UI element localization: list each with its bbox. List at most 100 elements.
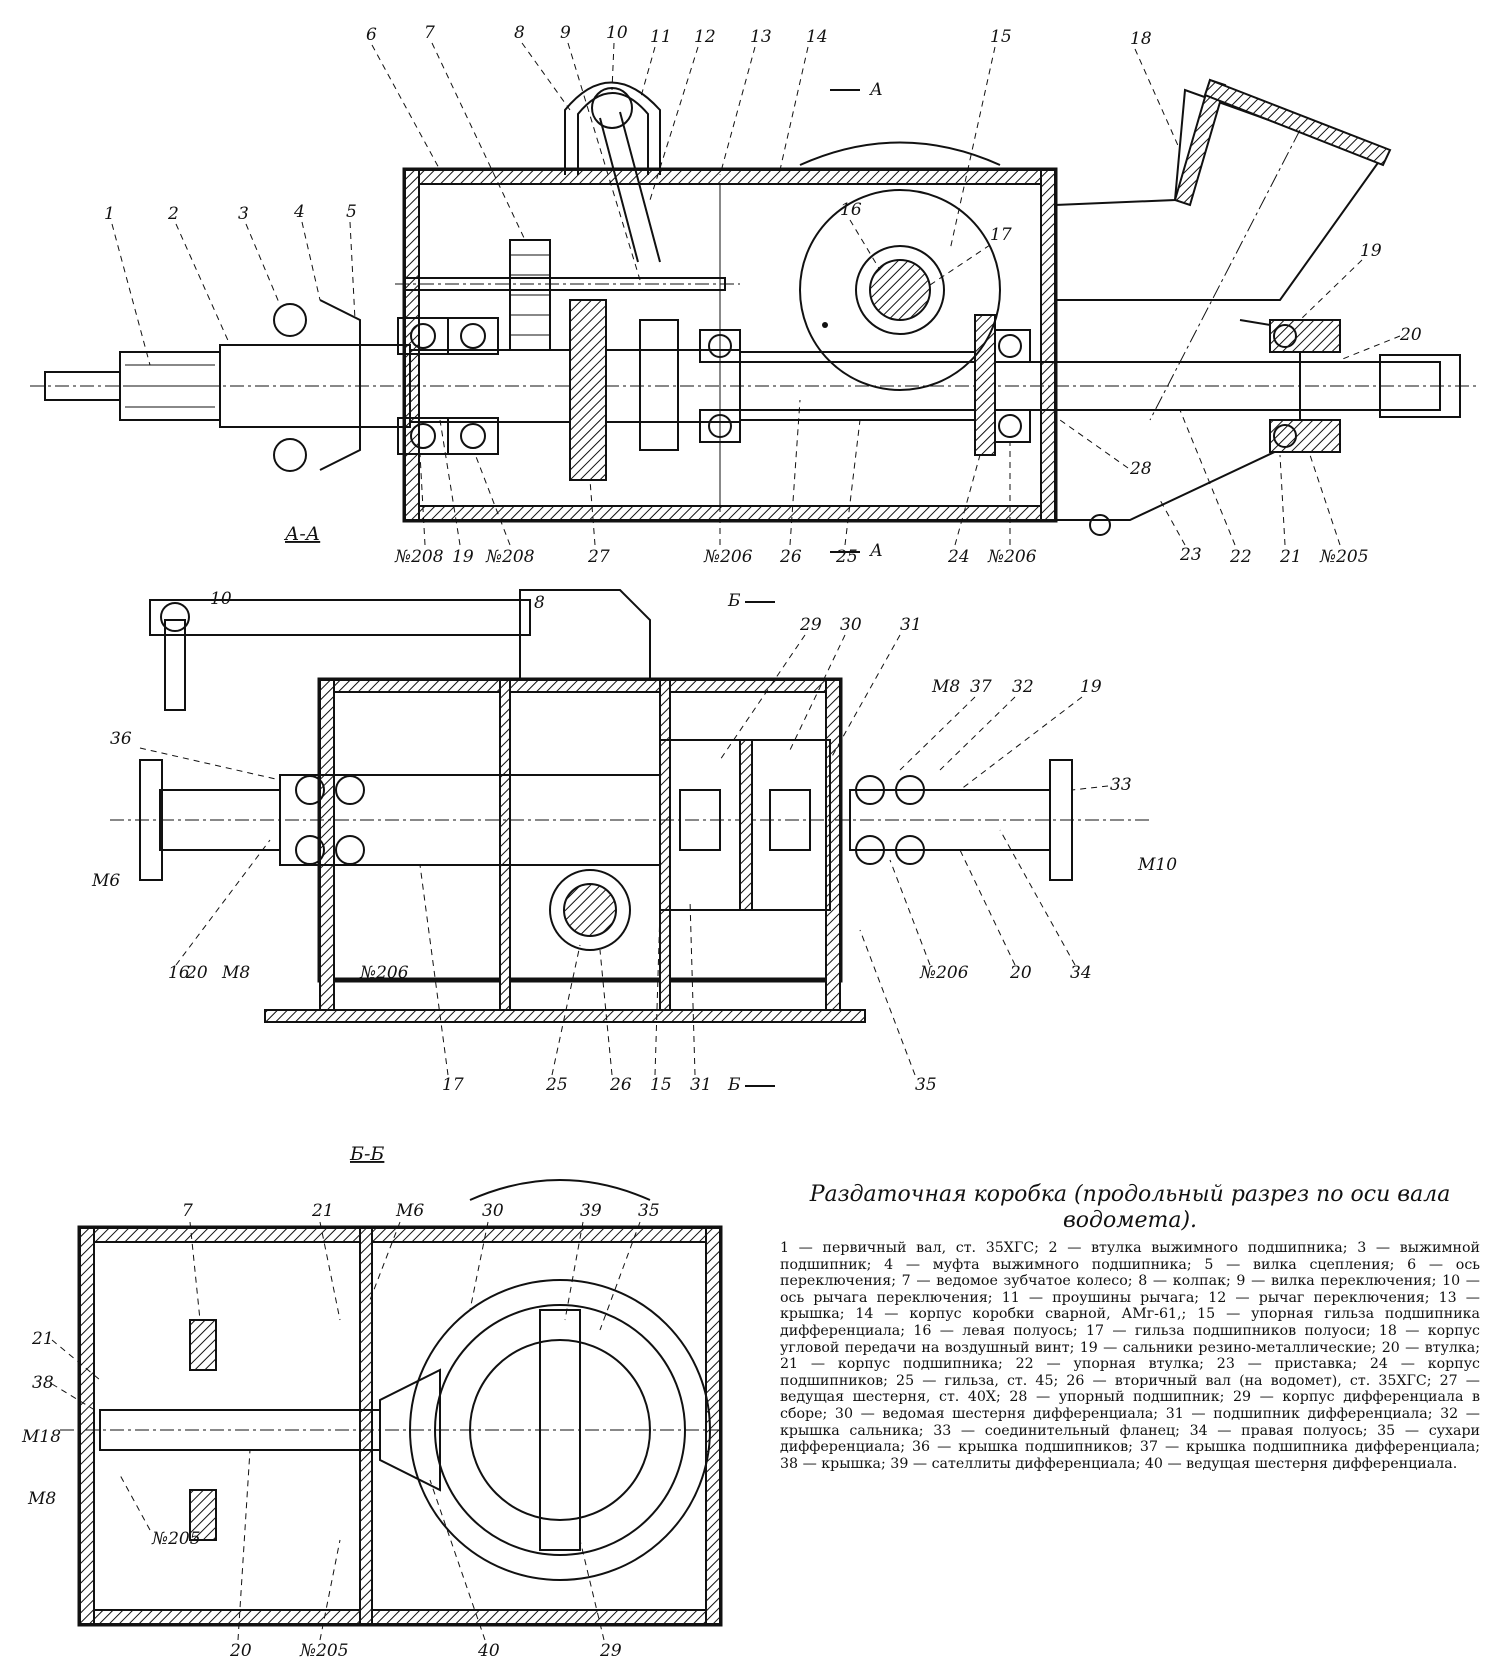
- leader-m-206b: [889, 859, 931, 966]
- leader-aa-17: [929, 244, 991, 286]
- section-bb-view: Б-Б: [60, 1143, 723, 1627]
- leader-aa-b7: [844, 419, 861, 546]
- bearing-housing-21-bottom: [1269, 419, 1341, 453]
- half-shaft-section: [855, 245, 945, 335]
- label-m-30: 30: [840, 615, 862, 635]
- label-aa-11: 11: [650, 27, 672, 47]
- leader-m-20b: [959, 849, 1016, 966]
- diff-cover-dome: [799, 141, 1001, 166]
- label-b-38: 38: [32, 1373, 54, 1393]
- differential-web: [739, 739, 753, 911]
- label-aa-12: 12: [694, 27, 716, 47]
- half-shaft-core: [869, 259, 931, 321]
- drive-gear: [569, 299, 607, 481]
- label-aa-6: 6: [366, 25, 377, 45]
- attachment-bolt: [1089, 514, 1111, 536]
- leader-aa-10: [611, 42, 615, 91]
- lever-lugs: [577, 92, 649, 175]
- label-m-29: 29: [799, 615, 822, 635]
- label-aa-19: 19: [1360, 241, 1382, 261]
- leader-m-26: [599, 949, 613, 1076]
- label-aa-20: 20: [1399, 325, 1422, 345]
- angular-housing-top: [1203, 78, 1392, 167]
- release-bearing-top: [273, 303, 307, 337]
- bb-ring-gear: [409, 1279, 711, 1581]
- leader-aa-19: [1299, 259, 1363, 321]
- leader-aa-9: [567, 42, 641, 281]
- label-aa-15: 15: [990, 27, 1012, 47]
- label-m-33: 33: [1110, 775, 1132, 795]
- leader-b-30: [469, 1221, 489, 1311]
- bb-ring-gear-inner: [434, 1304, 686, 1556]
- shift-lever-edge: [619, 111, 661, 263]
- label-aa-b5: №206: [703, 547, 753, 567]
- middle-rib-2: [659, 679, 671, 1011]
- mid-bearing-3: [335, 775, 365, 805]
- leader-aa-12: [649, 46, 699, 201]
- label-b-205: №205: [151, 1529, 201, 1549]
- leader-aa-16: [849, 219, 881, 271]
- gear-marker: [822, 322, 828, 328]
- bearing-ball-4: [460, 423, 486, 449]
- leader-m-31: [829, 634, 901, 761]
- bearing-ball-10: [1273, 424, 1297, 448]
- leader-aa-b6: [789, 399, 801, 546]
- mid-bearing-8: [895, 835, 925, 865]
- bb-housing-right: [705, 1227, 721, 1625]
- label-m-25: 25: [545, 1075, 568, 1095]
- label-aa-b8: 24: [947, 547, 970, 567]
- leader-b-20: [237, 1449, 251, 1641]
- middle-housing-right: [825, 679, 841, 1011]
- leader-aa-1: [111, 223, 151, 366]
- bearing-ball-3: [460, 323, 486, 349]
- attachment: [1055, 319, 1301, 521]
- bearing-ball-6: [708, 414, 732, 438]
- output-shaft-core: [563, 883, 617, 937]
- label-m-37: 37: [970, 677, 992, 697]
- label-aa-b7: 25: [835, 547, 858, 567]
- label-aa-b11: 23: [1179, 545, 1202, 565]
- leader-m-32: [939, 696, 1016, 771]
- shift-lever: [599, 117, 639, 263]
- bearing-ball-5: [708, 334, 732, 358]
- lever-pivot: [160, 602, 190, 632]
- label-b-30: 30: [482, 1201, 504, 1221]
- cut-mark-b-top: Б: [727, 591, 741, 611]
- label-aa-b14: №205: [1319, 547, 1369, 567]
- leader-b-39: [564, 1221, 584, 1321]
- label-m-m10: М10: [1137, 855, 1177, 875]
- label-b-39: 39: [580, 1201, 602, 1221]
- label-b-205b: №205: [299, 1641, 349, 1661]
- bb-housing-bottom: [79, 1609, 721, 1625]
- leader-m-29: [719, 634, 806, 761]
- leader-aa-b14: [1309, 454, 1341, 546]
- leader-m-36: [139, 747, 281, 781]
- bb-gear-bottom: [189, 1489, 217, 1541]
- label-m-m8b: М8: [221, 963, 250, 983]
- label-aa-9: 9: [560, 23, 571, 43]
- leader-aa-15: [949, 46, 996, 251]
- label-b-35: 35: [638, 1201, 660, 1221]
- diff-satellite-right: [769, 789, 811, 851]
- leader-m-35: [859, 929, 916, 1076]
- bearing-ball-1: [410, 323, 436, 349]
- shift-coupling: [639, 319, 679, 451]
- leader-b-205: [119, 1474, 151, 1531]
- label-aa-5: 5: [346, 202, 357, 222]
- leader-aa-b1: [419, 453, 426, 546]
- label-m-20b: 20: [1009, 963, 1032, 983]
- leader-m-37: [899, 696, 976, 771]
- leader-aa-13: [719, 46, 756, 176]
- view-bb-labels: 7 21 М6 30 39 35 21 38 М18 М8 №205 20 №2…: [21, 1201, 660, 1661]
- label-m-34: 34: [1070, 963, 1092, 983]
- label-m-35: 35: [915, 1075, 937, 1095]
- leader-aa-b8: [954, 454, 981, 546]
- label-aa-17: 17: [990, 225, 1012, 245]
- label-aa-b2: 19: [452, 547, 474, 567]
- leader-aa-b11: [1159, 499, 1186, 546]
- angular-drive-housing: [1054, 88, 1382, 301]
- bb-partition: [359, 1227, 373, 1625]
- label-aa-b6: 26: [779, 547, 802, 567]
- label-m-8: 8: [534, 593, 545, 613]
